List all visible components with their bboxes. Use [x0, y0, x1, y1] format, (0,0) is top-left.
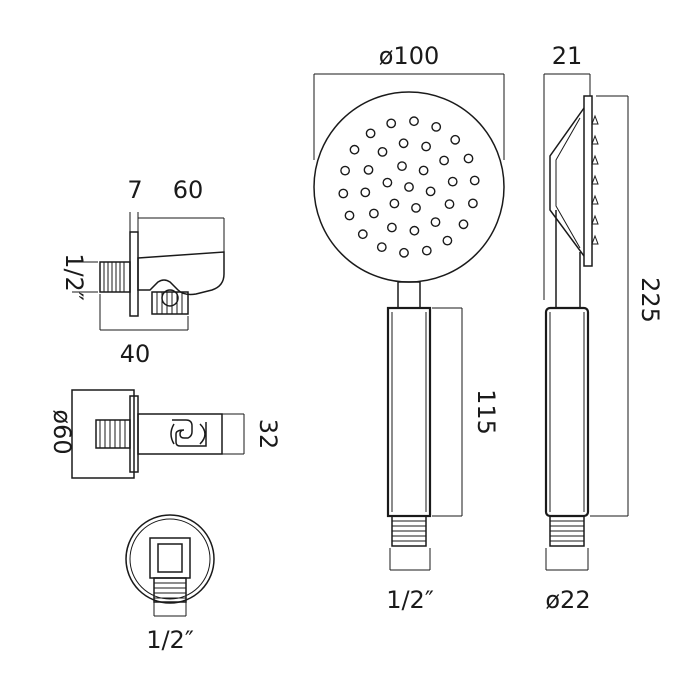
handset-handle	[386, 306, 432, 518]
nozzle-hole	[431, 122, 442, 132]
dim-outlet-thread: 1/2″	[146, 626, 194, 654]
bracket-wall-plate	[129, 231, 139, 317]
handset-neck	[397, 281, 421, 309]
dim-bracket-depth: 7	[127, 176, 142, 204]
nozzle-hole	[382, 177, 393, 188]
bracket-thread-hatch	[103, 262, 125, 292]
dim-handset-thread: 1/2″	[386, 586, 434, 614]
dim-bracket-length: 60	[173, 176, 204, 204]
nozzle-hole	[389, 198, 400, 209]
dim-flange-diameter: ø60	[48, 409, 76, 454]
bracket-side-view	[72, 212, 225, 331]
nozzle-grid	[338, 116, 480, 258]
nozzle-hole	[399, 247, 409, 258]
flange-outline	[71, 389, 135, 479]
nozzle-hole	[450, 134, 461, 145]
dim-handle-diameter: ø22	[545, 586, 590, 614]
nozzle-hole	[409, 225, 420, 236]
nozzle-hole	[338, 188, 349, 199]
nozzle-hole	[398, 138, 409, 149]
nozzle-hole	[442, 235, 453, 246]
nozzle-hole	[421, 245, 432, 256]
nozzle-hole	[360, 187, 371, 198]
outlet-thread-front	[153, 577, 187, 603]
nozzle-hole	[363, 164, 374, 175]
nozzle-hole	[386, 222, 397, 233]
handset-side-view	[543, 73, 629, 571]
dim-handle-length: 115	[472, 389, 500, 435]
dim-holder-height: 32	[254, 419, 282, 450]
dim-head-thickness: 21	[552, 42, 583, 70]
nozzle-hole	[421, 141, 431, 152]
nozzle-hole	[430, 217, 441, 228]
nozzle-hole	[409, 116, 419, 127]
flange-front-circle	[125, 514, 215, 604]
side-handle	[544, 306, 590, 518]
side-nozzles	[591, 114, 599, 245]
nozzle-hole	[411, 202, 421, 213]
nozzle-hole	[458, 219, 469, 230]
bracket-front-view	[125, 514, 215, 617]
nozzle-hole	[386, 118, 397, 129]
nozzle-hole	[404, 182, 414, 192]
nozzle-hole	[425, 186, 436, 197]
nozzle-hole	[368, 208, 379, 219]
dim-overall-length: 225	[636, 277, 664, 323]
bracket-arm	[137, 251, 225, 296]
nozzle-hole	[349, 144, 360, 155]
nozzle-hole	[397, 161, 407, 172]
nozzle-hole	[439, 155, 449, 166]
nozzle-hole	[377, 146, 388, 157]
handset-front-view	[313, 73, 505, 571]
head-body-profile	[549, 107, 585, 257]
nozzle-hole	[418, 165, 429, 176]
nozzle-hole	[357, 229, 368, 240]
nozzle-hole	[469, 175, 480, 186]
dim-head-diameter: ø100	[379, 42, 440, 70]
head-face-plate	[583, 95, 593, 267]
nozzle-hole	[447, 176, 458, 187]
nozzle-hole	[467, 198, 478, 209]
nozzle-hole	[376, 242, 387, 253]
dim-bracket-thread: 1/2″	[60, 253, 88, 301]
nozzle-hole	[340, 165, 350, 176]
nozzle-hole	[463, 153, 474, 164]
nozzle-hole	[365, 128, 376, 139]
nozzle-hole	[344, 210, 355, 221]
dim-bracket-projection: 40	[120, 340, 151, 368]
bracket-top-view	[71, 389, 245, 479]
bracket-outlet	[151, 291, 189, 315]
nozzle-hole	[444, 199, 455, 210]
